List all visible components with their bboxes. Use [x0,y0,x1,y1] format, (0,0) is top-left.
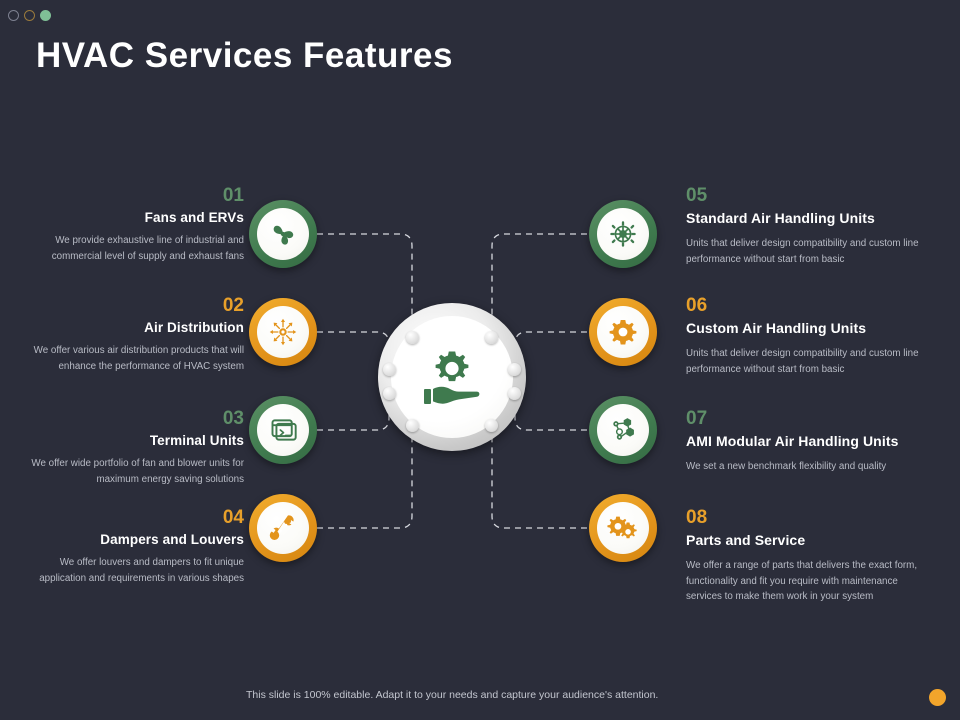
feature-title-01: Fans and ERVs [144,210,244,225]
node-icon-05-inner [597,208,649,260]
node-icon-07-inner [597,404,649,456]
node-icon-04-inner [257,502,309,554]
radiating-arrows-icon [269,318,297,346]
feature-item-06: 06 Custom Air Handling Units Units that … [686,295,934,377]
hub-node-5 [383,387,396,400]
feature-number-01: 01 [222,185,244,206]
title-bar: HVAC Services Features [14,20,946,100]
fan-blades-icon [273,225,294,245]
feature-item-07: 07 AMI Modular Air Handling Units We set… [686,408,934,475]
node-icon-08-inner [597,502,649,554]
node-icon-02-inner [257,306,309,358]
node-icon-01-inner [257,208,309,260]
feature-desc-03: We offer wide portfolio of fan and blowe… [31,458,244,485]
hub-node-2 [485,331,498,344]
feature-desc-02: We offer various air distribution produc… [33,345,244,372]
node-icon-06[interactable] [589,298,657,366]
feature-title-04: Dampers and Louvers [100,532,244,547]
feature-title-05: Standard Air Handling Units [686,210,875,226]
node-icon-04[interactable] [249,494,317,562]
node-icon-03-inner [257,404,309,456]
feature-item-02: 02 Air Distribution We offer various air… [28,295,244,374]
wrench-damper-icon [269,515,294,540]
node-icon-05[interactable] [589,200,657,268]
double-gear-icon [607,516,637,539]
feature-title-06: Custom Air Handling Units [686,320,867,336]
molecule-nodes-icon [613,418,634,440]
center-hub[interactable] [378,303,526,451]
node-icon-07[interactable] [589,396,657,464]
feature-item-05: 05 Standard Air Handling Units Units tha… [686,185,934,267]
feature-desc-06: Units that deliver design compatibility … [686,348,919,375]
node-icon-02[interactable] [249,298,317,366]
feature-number-06: 06 [686,295,708,316]
hub-node-6 [508,387,521,400]
feature-number-05: 05 [686,185,708,206]
hub-node-7 [406,419,419,432]
node-icon-06-inner [597,306,649,358]
window-controls [8,10,51,21]
feature-item-03: 03 Terminal Units We offer wide portfoli… [28,408,244,487]
page-title: HVAC Services Features [36,36,453,75]
feature-title-08: Parts and Service [686,532,806,548]
feature-number-02: 02 [222,295,244,316]
gear-icon [609,320,637,345]
window-dot-green[interactable] [40,10,51,21]
ship-wheel-turbine-icon [610,221,636,247]
feature-desc-01: We provide exhaustive line of industrial… [51,235,244,262]
footer-note: This slide is 100% editable. Adapt it to… [246,689,659,701]
feature-item-01: 01 Fans and ERVs We provide exhaustive l… [28,185,244,264]
feature-desc-05: Units that deliver design compatibility … [686,238,919,265]
feature-title-03: Terminal Units [149,433,244,448]
feature-number-04: 04 [222,507,244,528]
hub-node-3 [383,363,396,376]
window-dot-amber[interactable] [24,10,35,21]
node-icon-03[interactable] [249,396,317,464]
feature-desc-07: We set a new benchmark flexibility and q… [686,461,887,472]
hub-node-1 [406,331,419,344]
hub-node-4 [508,363,521,376]
node-icon-08[interactable] [589,494,657,562]
window-dot-grey[interactable] [8,10,19,21]
feature-desc-08: We offer a range of parts that delivers … [686,560,918,602]
hub-node-8 [485,419,498,432]
feature-title-02: Air Distribution [144,320,244,335]
feature-number-03: 03 [222,408,244,429]
feature-title-07: AMI Modular Air Handling Units [686,433,899,449]
feature-desc-04: We offer louvers and dampers to fit uniq… [39,557,244,584]
orange-dot-icon[interactable] [929,689,946,706]
node-icon-01[interactable] [249,200,317,268]
terminal-window-icon [271,419,297,441]
feature-number-08: 08 [686,507,708,528]
feature-item-08: 08 Parts and Service We offer a range of… [686,507,934,605]
feature-item-04: 04 Dampers and Louvers We offer louvers … [28,507,244,586]
gear-in-hand-icon [424,351,480,404]
feature-number-07: 07 [686,408,708,429]
